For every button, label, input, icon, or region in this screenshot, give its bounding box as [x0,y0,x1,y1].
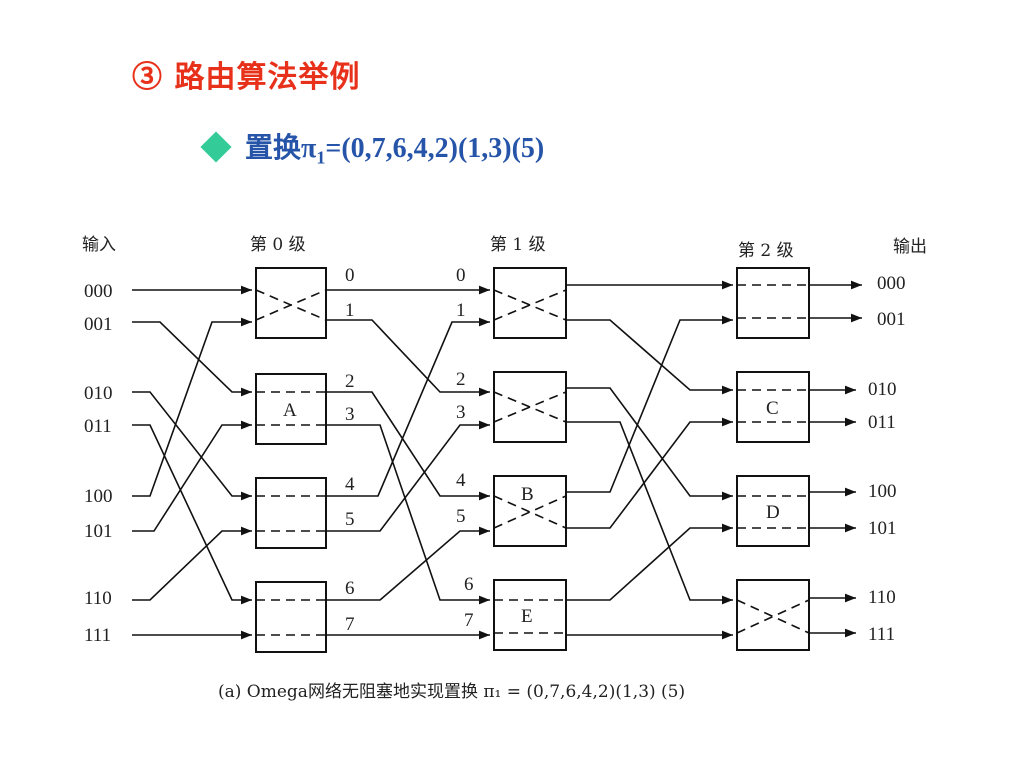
stage1-header: 第 1 级 [490,235,546,255]
link-line [566,315,733,493]
link-line [326,424,490,605]
switch-box-b [493,475,567,547]
bullet-row: 置换π1=(0,7,6,4,2)(1,3)(5) [200,126,544,169]
input-header: 输入 [82,235,116,255]
link-line [326,319,490,397]
stage1-port-label: 1 [456,300,466,321]
diagram-caption: (a) Omega网络无阻塞地实现置换 π₁ = (0,7,6,4,2)(1,3… [218,682,685,702]
link-line [132,424,252,605]
stage2-header: 第 2 级 [738,241,794,261]
link-line [566,417,733,529]
straight-dashed [256,495,326,532]
permutation-formula: =(0,7,6,4,2)(1,3)(5) [325,133,545,164]
stage0-port-label: 1 [345,300,355,321]
link-line [566,523,733,601]
stage1-port-label: 6 [464,574,474,595]
stage1-port-label: 0 [456,265,466,286]
pi-symbol: π [301,133,317,164]
switch-box-e [493,579,567,651]
switch-box-a [255,373,327,445]
link-line [132,321,252,397]
input-label: 010 [84,383,113,404]
slide-heading: ③ 路由算法举例 [132,60,361,95]
switch-box [255,581,327,653]
exchange-dashed [255,289,327,321]
output-label: 010 [868,379,897,400]
link-line [566,421,733,605]
switch-box-d [736,475,810,547]
exchange-dashed [493,495,567,529]
stage0-port-label: 3 [345,404,355,425]
link-line [132,391,252,501]
straight-dashed [737,495,809,529]
pi-subscript: 1 [316,147,326,168]
switch-box [493,371,567,443]
exchange-dashed [736,599,810,634]
output-label: 100 [868,481,897,502]
input-label: 011 [84,416,112,437]
input-label: 110 [84,588,112,609]
stage0-port-label: 2 [345,371,355,392]
output-label: 011 [868,412,896,433]
switch-box [255,267,327,339]
input-label: 111 [84,625,111,646]
output-label: 000 [877,273,906,294]
input-label: 101 [84,521,113,542]
link-line [326,420,490,532]
link-line [566,387,733,501]
switch-label-a: A [283,400,297,421]
input-label: 001 [84,314,113,335]
link-line [566,319,733,395]
permutation-prefix: 置换 [245,133,302,164]
link-line [132,420,252,532]
switch-label-b: B [521,484,534,505]
stage1-port-label: 5 [456,506,466,527]
output-label: 111 [868,624,895,645]
stage1-port-label: 3 [456,402,466,423]
output-label: 101 [868,518,897,539]
link-line [326,317,490,497]
link-line [326,391,490,501]
permutation-text: 置换π1=(0,7,6,4,2)(1,3)(5) [245,126,544,169]
output-label: 001 [877,309,906,330]
switch-box [736,267,810,339]
straight-dashed [256,599,326,636]
straight-dashed [256,391,326,426]
stage1-port-label: 7 [464,610,474,631]
straight-dashed [737,284,809,319]
link-line [326,526,490,601]
link-line [132,526,252,601]
stage1-port-label: 4 [456,470,466,491]
stage0-port-label: 5 [345,509,355,530]
output-label: 110 [868,587,896,608]
straight-dashed [494,599,566,634]
exchange-dashed [493,289,567,321]
straight-dashed [737,389,809,423]
switch-box [736,579,810,651]
switch-box [255,477,327,549]
switch-label-d: D [766,502,780,523]
link-line [132,317,252,497]
switch-box [493,267,567,339]
switch-label-e: E [521,606,533,627]
exchange-dashed [493,391,567,423]
stage0-port-label: 4 [345,474,355,495]
stage0-port-label: 7 [345,614,355,635]
input-label: 100 [84,486,113,507]
switch-box-c [736,371,810,443]
switch-label-c: C [766,398,779,419]
stage0-port-label: 6 [345,578,355,599]
input-label: 000 [84,281,113,302]
output-header: 输出 [893,237,927,257]
stage0-header: 第 0 级 [250,235,306,255]
stage0-port-label: 0 [345,265,355,286]
stage1-port-label: 2 [456,369,466,390]
